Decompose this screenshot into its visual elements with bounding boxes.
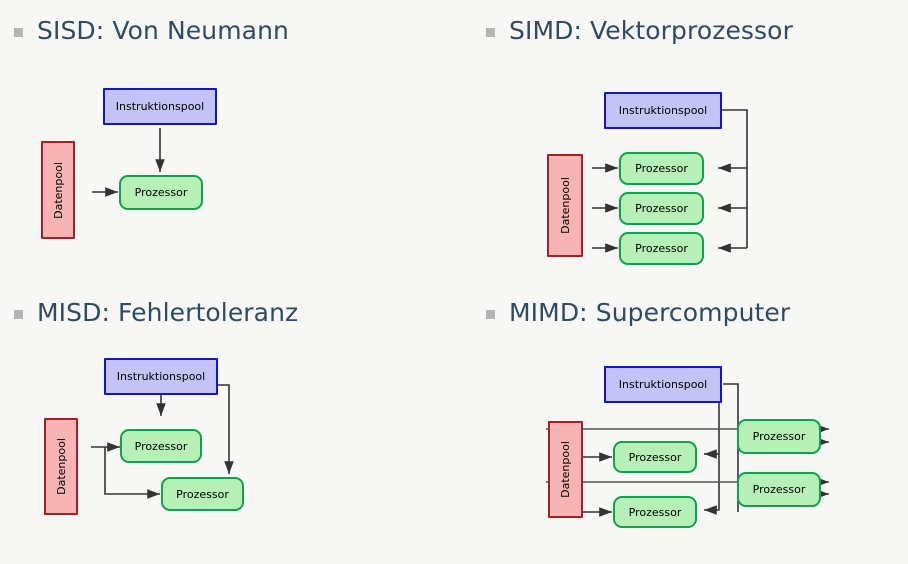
node-prozessor-3: Prozessor [619, 232, 704, 265]
heading-sisd: SISD: Von Neumann [14, 18, 289, 43]
node-prozessor-left-1-label: Prozessor [628, 450, 682, 464]
node-prozessor-2: Prozessor [619, 192, 704, 225]
heading-simd: SIMD: Vektorprozessor [486, 18, 793, 43]
node-prozessor-1: Prozessor [120, 429, 202, 463]
diagram-sisd-arrows [92, 128, 165, 197]
node-datenpool: Datenpool [41, 141, 75, 239]
node-instruktionspool-label: Instruktionspool [618, 378, 708, 391]
node-datenpool-label: Datenpool [54, 438, 68, 495]
node-prozessor-1-label: Prozessor [134, 439, 188, 453]
node-datenpool: Datenpool [547, 154, 583, 257]
quadrant-misd: MISD: Fehlertoleranz Instruktionsp [0, 282, 454, 541]
heading-mimd: MIMD: Supercomputer [486, 300, 790, 325]
diagram-simd: Instruktionspool Datenpool Prozessor Pro… [454, 0, 908, 282]
node-instruktionspool-label: Instruktionspool [116, 370, 206, 383]
node-prozessor-1-label: Prozessor [635, 162, 688, 175]
heading-mimd-label: MIMD: Supercomputer [509, 298, 791, 327]
heading-simd-label: SIMD: Vektorprozessor [509, 16, 793, 45]
node-instruktionspool: Instruktionspool [104, 358, 218, 395]
arrow-instr-to-proc-left-2 [704, 385, 720, 515]
node-prozessor-2-label: Prozessor [176, 487, 229, 501]
arrow-instr-to-proc-2 [217, 384, 234, 474]
node-datenpool-label: Datenpool [51, 161, 65, 219]
bullet-square-icon [14, 28, 23, 37]
bus-instruction-outer [723, 383, 739, 512]
bullet-square-icon [486, 310, 495, 319]
node-instruktionspool-label: Instruktionspool [115, 100, 205, 113]
node-datenpool: Datenpool [548, 421, 583, 518]
quadrant-mimd: MIMD: Supercomputer [454, 282, 908, 541]
node-instruktionspool: Instruktionspool [604, 366, 722, 403]
heading-misd-label: MISD: Fehlertoleranz [37, 298, 299, 327]
heading-misd: MISD: Fehlertoleranz [14, 300, 298, 325]
diagram-sisd: Instruktionspool Datenpool Prozessor [0, 0, 454, 282]
heading-sisd-label: SISD: Von Neumann [37, 16, 289, 45]
node-datenpool: Datenpool [44, 418, 78, 515]
node-prozessor-2-label: Prozessor [635, 202, 688, 215]
node-datenpool-label: Datenpool [559, 441, 573, 498]
node-prozessor-right-1: Prozessor [737, 419, 821, 454]
diagram-mimd: Instruktionspool Datenpool Prozessor Pro… [454, 282, 908, 564]
quadrant-simd: SIMD: Vektorprozessor Ins [454, 0, 908, 282]
quadrant-sisd: SISD: Von Neumann Instruktionspool Daten… [0, 0, 454, 282]
node-instruktionspool: Instruktionspool [604, 92, 722, 129]
node-prozessor-1-label: Prozessor [134, 186, 188, 199]
node-instruktionspool-label: Instruktionspool [618, 104, 708, 117]
node-prozessor-1: Prozessor [119, 175, 203, 210]
diagram-simd-arrows [592, 109, 748, 253]
node-prozessor-left-2: Prozessor [613, 496, 697, 528]
node-datenpool-label: Datenpool [558, 177, 572, 234]
bullet-square-icon [14, 310, 23, 319]
node-prozessor-left-1: Prozessor [613, 441, 697, 473]
arrow-data-to-proc-2 [104, 447, 160, 499]
node-prozessor-left-2-label: Prozessor [628, 505, 682, 519]
node-prozessor-2: Prozessor [161, 477, 244, 511]
node-prozessor-1: Prozessor [619, 152, 704, 185]
node-prozessor-right-2: Prozessor [737, 472, 821, 507]
node-prozessor-right-2-label: Prozessor [752, 483, 806, 496]
node-prozessor-right-1-label: Prozessor [752, 430, 806, 443]
diagram-misd-arrows [91, 384, 234, 499]
slide-canvas: SISD: Von Neumann Instruktionspool Daten… [0, 0, 908, 541]
bus-instruction-vertical [722, 109, 748, 248]
node-instruktionspool: Instruktionspool [103, 88, 217, 125]
bullet-square-icon [486, 28, 495, 37]
node-prozessor-3-label: Prozessor [635, 242, 688, 255]
diagram-misd: Instruktionspool Datenpool Prozessor Pro… [0, 282, 454, 564]
